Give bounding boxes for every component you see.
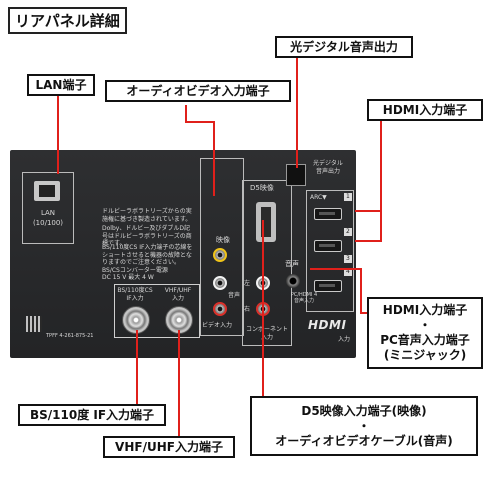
hdmi-3-number: 3 (344, 255, 352, 263)
hdmi-4-port[interactable] (314, 280, 342, 292)
connector-line-lan (57, 96, 59, 174)
callout-hdmi-top-text: HDMI入力端子 (382, 102, 468, 117)
video-label: 映像 (216, 236, 230, 244)
callout-optical-text: 光デジタル音声出力 (290, 39, 398, 54)
callout-hdmi-top: HDMI入力端子 (367, 99, 483, 121)
hdmi-2-port[interactable] (314, 240, 342, 252)
vhf-label: VHF/UHF 入力 (164, 287, 192, 302)
antenna-box (114, 284, 200, 338)
callout-hdmi-pc-dot: ・ (418, 318, 431, 332)
callout-vhf: VHF/UHF入力端子 (103, 436, 235, 458)
dolby-notice-2: Dolby、ドルビー及びダブルD記号はドルビーラボラトリーズの商標です。 (102, 225, 192, 247)
hdmi-2-number: 2 (344, 228, 352, 236)
callout-audio-video-in: オーディオビデオ入力端子 (105, 80, 291, 102)
optical-label: 光デジタル 音声出力 (313, 160, 343, 175)
component-box (242, 180, 292, 346)
connector-line-optical (296, 56, 298, 168)
connector-line-hdmi4-v (360, 268, 362, 314)
vhf-uhf-connector[interactable] (165, 306, 193, 334)
callout-bs-text: BS/110度 IF入力端子 (29, 407, 155, 422)
connector-line-hdmi4-h (310, 268, 362, 270)
hdmi-1-port[interactable] (314, 208, 342, 220)
callout-hdmi-pc-line3: (ミニジャック) (383, 348, 467, 362)
video-in-jack-yellow[interactable] (213, 248, 227, 262)
callout-d5-line2: オーディオビデオケーブル(音声) (275, 433, 453, 448)
audio-jack-label: 音声 (285, 260, 299, 268)
audio-label: 音声 (228, 292, 241, 299)
pc-audio-jack[interactable] (286, 274, 300, 288)
connector-line-hdmi-top-h (355, 210, 381, 212)
qr-code-icon (26, 316, 42, 332)
callout-d5: D5映像入力端子(映像) ・ オーディオビデオケーブル(音声) (250, 396, 478, 456)
model-number: TPFF 4-261-875-21 (46, 333, 94, 339)
bs-label: BS/110度CS IF入力 (117, 287, 153, 302)
callout-lan: LAN端子 (27, 74, 95, 96)
audio-r-label: 右 (244, 306, 251, 313)
connector-line-hdmi-top-v (380, 120, 382, 212)
audio-l-jack-white[interactable] (213, 276, 227, 290)
callout-vhf-text: VHF/UHF入力端子 (115, 439, 223, 454)
callout-hdmi-pc: HDMI入力端子 ・ PC音声入力端子 (ミニジャック) (367, 297, 483, 369)
callout-hdmi-pc-line1: HDMI入力端子 (382, 303, 468, 317)
bs-power-label: BS/CSコンバーター電源 (102, 266, 168, 274)
connector-line-av-down (213, 121, 215, 196)
audio-l-label: 左 (244, 280, 251, 287)
connector-line-hdmi-top-h2 (355, 240, 381, 242)
callout-av-text: オーディオビデオ入力端子 (126, 83, 270, 98)
callout-lan-text: LAN端子 (35, 77, 87, 92)
video-in-label: ビデオ入力 (202, 322, 233, 329)
callout-bs: BS/110度 IF入力端子 (18, 404, 166, 426)
bs-power-notice: BS/110度CS IF入力端子の芯線をショートさせると機器の故障となりますので… (102, 244, 194, 282)
connector-line-bs (136, 330, 138, 406)
hdmi-box (306, 190, 354, 312)
rear-panel: LAN (10/100) ドルビーラボラトリーズからの実施権に基づき製造されてい… (10, 150, 356, 358)
lan-label: LAN (40, 209, 56, 217)
connector-line-d5 (262, 220, 264, 398)
hdmi-logo: HDMI (308, 318, 347, 332)
page-title: リアパネル詳細 (8, 7, 127, 34)
arc-label: ARC▼ (310, 194, 327, 201)
callout-hdmi-pc-line2: PC音声入力端子 (380, 333, 470, 347)
callout-optical: 光デジタル音声出力 (275, 36, 413, 58)
video-input-box (200, 158, 244, 336)
lan-port-area: LAN (10/100) (22, 172, 74, 244)
connector-line-av-top (185, 121, 215, 123)
d5-connector[interactable] (256, 202, 276, 242)
bs-power-warning: BS/110度CS IF入力端子の芯線をショートさせると機器の故障となりますので… (102, 244, 193, 266)
lan-port-icon (34, 181, 60, 201)
hdmi-4-number: 4 (344, 268, 352, 276)
connector-line-hdmi-top-v2 (380, 210, 382, 242)
hdmi-in-label: 入力 (338, 336, 351, 343)
dolby-notice-1: ドルビーラボラトリーズからの実施権に基づき製造されています。 (102, 208, 192, 223)
audio-r-jack-red[interactable] (213, 302, 227, 316)
dolby-notice: ドルビーラボラトリーズからの実施権に基づき製造されています。 Dolby、ドルビ… (102, 208, 194, 248)
hdmi-1-number: 1 (344, 193, 352, 201)
pc-audio-label: PC/HDMI 4 音声入力 (290, 292, 318, 305)
callout-d5-dot: ・ (357, 418, 370, 433)
component-label: コンポーネント 入力 (245, 326, 288, 341)
connector-line-vhf (178, 330, 180, 436)
lan-speed-label: (10/100) (32, 219, 64, 227)
bs-power-spec: DC 15 V 最大 4 W (102, 274, 154, 281)
callout-d5-line1: D5映像入力端子(映像) (301, 403, 427, 418)
d5-label: D5映像 (250, 184, 274, 192)
connector-line-av-h (185, 105, 187, 123)
